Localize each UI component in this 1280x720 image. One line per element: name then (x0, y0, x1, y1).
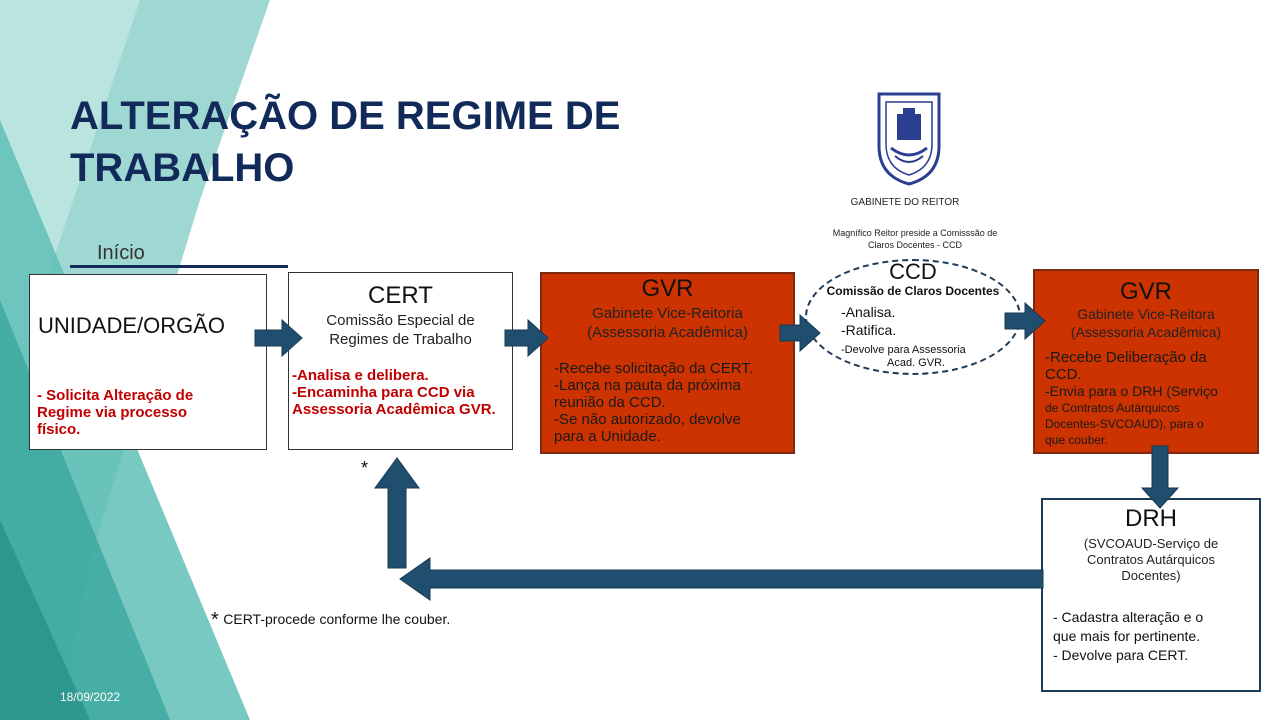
cert-subtitle: Comissão Especial de Regimes de Trabalho (289, 311, 512, 349)
gvr2-subtitle: Gabinete Vice-Reitora (Assessoria Acadêm… (1035, 305, 1257, 341)
unidade-item-line-1: - Solicita Alteração de (37, 387, 194, 404)
ccd-title: CCD (889, 259, 937, 284)
footnote-mark: * (211, 609, 219, 631)
drh-box: DRH (SVCOAUD-Serviço de Contratos Autárq… (1041, 498, 1261, 692)
unidade-item: - Solicita Alteração de Regime via proce… (37, 387, 193, 438)
drh-subtitle-line-3: Docentes) (1121, 568, 1181, 583)
reitor-note-line-1: Magnífico Reitor preside a Comisssão de (832, 228, 998, 238)
asterisk-mark: * (361, 458, 369, 478)
drh-item-2: - Devolve para CERT. (1053, 647, 1189, 663)
drh-subtitle: (SVCOAUD-Serviço de Contratos Autárquico… (1043, 536, 1259, 584)
ccd-content: CCD Comissão de Claros Docentes -Analisa… (805, 259, 1021, 375)
gvr-box-2: GVR Gabinete Vice-Reitora (Assessoria Ac… (1033, 269, 1259, 454)
gvr2-subtitle-line-1: Gabinete Vice-Reitora (1077, 306, 1215, 322)
gvr1-items: -Recebe solicitação da CERT. -Lança na p… (554, 360, 753, 445)
slide-date: 18/09/2022 (60, 690, 121, 704)
gvr2-items: -Recebe Deliberação da CCD. -Envia para … (1045, 349, 1218, 448)
unidade-title: UNIDADE/ORGÃO (38, 313, 226, 338)
reitor-note: Magnífico Reitor preside a Comisssão de … (790, 227, 1040, 251)
gvr2-item-2-line-1: -Envia para o DRH (Serviço (1045, 383, 1218, 399)
ccd-items: -Analisa. -Ratifica. (841, 303, 896, 339)
cert-subtitle-line-1: Comissão Especial de (326, 312, 475, 329)
unidade-item-line-2: Regime via processo (37, 404, 188, 421)
gvr1-subtitle: Gabinete Vice-Reitoria (Assessoria Acadê… (542, 304, 793, 342)
gvr2-title: GVR (1119, 278, 1172, 305)
cert-subtitle-line-2: Regimes de Trabalho (329, 331, 472, 348)
cert-item-2-line-2: Assessoria Acadêmica GVR. (292, 401, 496, 418)
gvr1-item-2-line-1: -Lança na pauta da próxima (554, 377, 741, 394)
footnote-text: CERT-procede conforme lhe couber. (223, 611, 451, 627)
gvr2-item-2-line-2: de Contratos Autárquicos (1045, 401, 1180, 415)
gvr2-item-2-line-4: que couber. (1045, 433, 1108, 447)
logo-caption: GABINETE DO REITOR (850, 197, 960, 208)
cert-title: CERT (368, 282, 433, 309)
drh-item-1-line-1: - Cadastra alteração e o (1053, 609, 1204, 625)
ccd-item-3-line-2: Acad. GVR. (887, 357, 946, 369)
start-label: Início (97, 242, 145, 264)
gvr1-item-1: -Recebe solicitação da CERT. (554, 360, 753, 377)
gvr1-subtitle-line-1: Gabinete Vice-Reitoria (592, 305, 743, 322)
drh-item-1-line-2: que mais for pertinente. (1053, 628, 1201, 644)
title-line-1: ALTERAÇÃO DE REGIME DE (70, 94, 621, 138)
ccd-subtitle: Comissão de Claros Docentes (826, 284, 1000, 298)
cert-item-1: -Analisa e delibera. (292, 367, 429, 384)
drh-subtitle-line-1: (SVCOAUD-Serviço de (1083, 536, 1219, 551)
cert-box: CERT Comissão Especial de Regimes de Tra… (288, 272, 513, 450)
gvr2-item-2-line-3: Docentes-SVCOAUD), para o (1045, 417, 1204, 431)
footnote: * CERT-procede conforme lhe couber. (211, 609, 450, 632)
title-line-2: TRABALHO (70, 146, 295, 190)
unidade-item-line-3: físico. (37, 421, 81, 438)
ccd-item-3-line-1: -Devolve para Assessoria (841, 344, 966, 356)
reitor-note-line-2: Claros Docentes - CCD (867, 240, 963, 250)
cert-items: -Analisa e delibera. -Encaminha para CCD… (292, 367, 496, 418)
gvr1-title: GVR (641, 275, 694, 302)
gvr2-item-1-line-1: -Recebe Deliberação da (1045, 349, 1207, 366)
start-underline (70, 265, 288, 268)
gvr2-item-1-line-2: CCD. (1045, 366, 1082, 383)
gvr1-item-3-line-1: -Se não autorizado, devolve (554, 411, 741, 428)
gvr2-subtitle-line-2: (Assessoria Acadêmica) (1070, 324, 1222, 340)
ccd-item-1: -Analisa. (841, 304, 896, 320)
drh-items: - Cadastra alteração e o que mais for pe… (1053, 608, 1203, 665)
drh-title: DRH (1125, 505, 1177, 532)
gvr1-subtitle-line-2: (Assessoria Acadêmica) (587, 324, 748, 341)
page-title: ALTERAÇÃO DE REGIME DE TRABALHO (70, 90, 710, 194)
gvr1-item-3-line-2: para a Unidade. (554, 428, 661, 445)
ccd-item-3: -Devolve para Assessoria Acad. GVR. (841, 344, 966, 370)
drh-subtitle-line-2: Contratos Autárquicos (1087, 552, 1215, 567)
ccd-item-2: -Ratifica. (841, 322, 897, 338)
usp-seal-logo (877, 92, 941, 186)
cert-item-2-line-1: -Encaminha para CCD via (292, 384, 475, 401)
unidade-box: UNIDADE/ORGÃO - Solicita Alteração de Re… (29, 274, 267, 450)
gvr1-item-2-line-2: reunião da CCD. (554, 394, 666, 411)
gvr-box-1: GVR Gabinete Vice-Reitoria (Assessoria A… (540, 272, 795, 454)
